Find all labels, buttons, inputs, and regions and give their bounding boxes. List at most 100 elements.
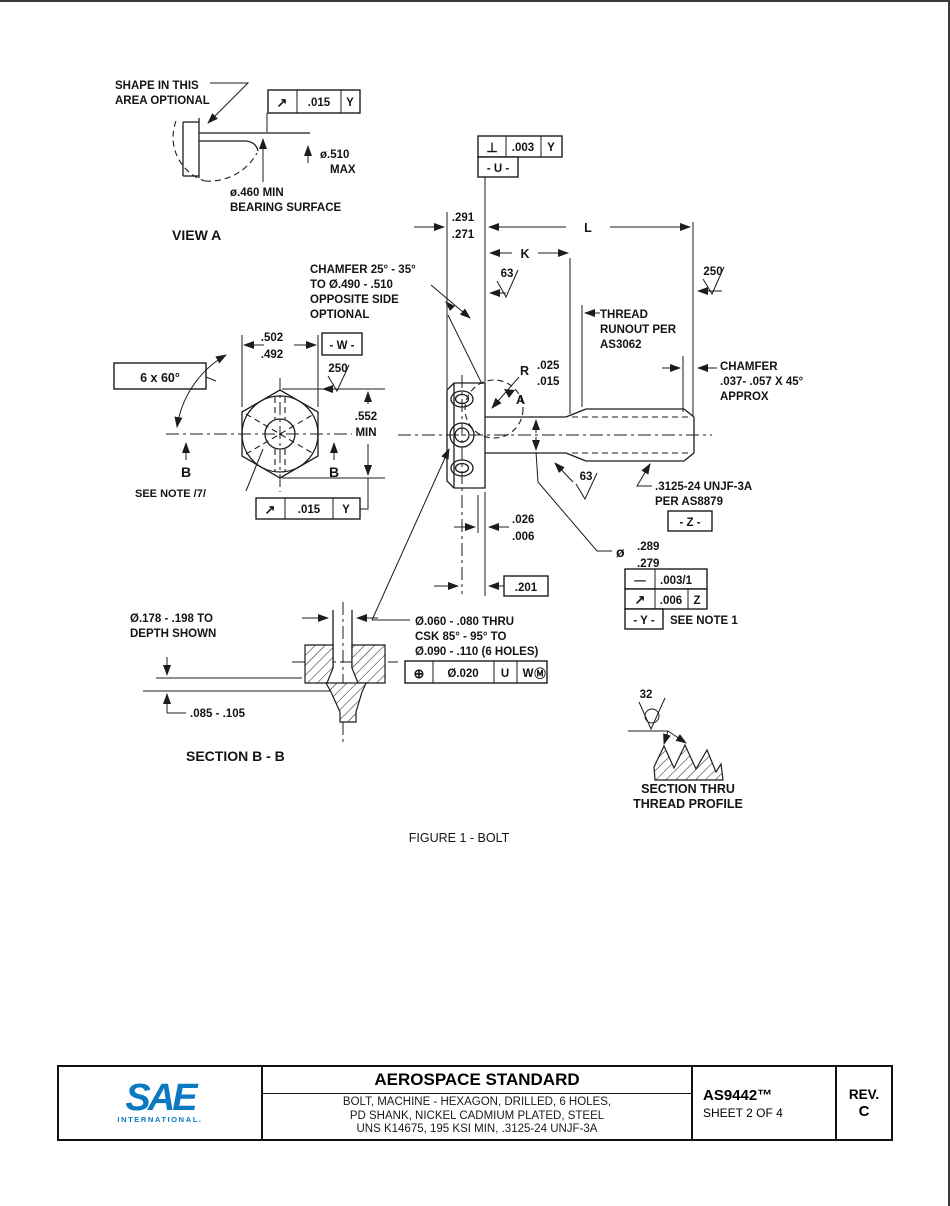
document-number: AS9442™ <box>703 1086 773 1104</box>
end-chamfer-note: .037- .057 X 45° <box>720 376 804 388</box>
hole-pattern-angle-note: 6 x 60° <box>140 371 180 385</box>
holes-note: Ø.090 - .110 (6 HOLES) <box>415 646 539 658</box>
fillet-radius-lower: .015 <box>537 376 560 388</box>
step-dim: .085 - .105 <box>190 708 246 720</box>
part-description-line: UNS K14675, 195 KSI MIN, .3125-24 UNJF-3… <box>356 1123 598 1136</box>
chamfer-optional-note: CHAMFER 25° - 35° <box>310 264 416 276</box>
thread-runout-note: AS3062 <box>600 339 642 351</box>
fcf-datum: Y <box>346 97 354 109</box>
datum-w-label: - W - <box>330 340 355 352</box>
shape-optional-note: AREA OPTIONAL <box>115 95 210 107</box>
bolt-side-view: .291 .271 L K 63 250 CHAMFER 25° - 35° T… <box>310 177 804 684</box>
perpendicularity-symbol: ⊥ <box>486 140 497 155</box>
across-corners-dim: .552 <box>355 411 377 423</box>
see-note-7: SEE NOTE /7/ <box>135 488 206 500</box>
thread-spec: PER AS8879 <box>655 496 723 508</box>
chamfer-optional-note: TO Ø.490 - .510 <box>310 279 393 291</box>
title-block-main: AEROSPACE STANDARD BOLT, MACHINE - HEXAG… <box>261 1067 691 1139</box>
thread-profile-label: SECTION THRU <box>641 782 735 796</box>
fillet-radius-label: R <box>520 364 529 378</box>
fcf-datum: Z <box>693 595 700 607</box>
fcf-tolerance: .003/1 <box>660 575 693 587</box>
sae-logo-text: SAE <box>125 1076 197 1119</box>
fcf-datum: Y <box>342 504 350 516</box>
hole-depth-note: DEPTH SHOWN <box>130 628 216 640</box>
sheet-number: SHEET 2 OF 4 <box>703 1105 783 1120</box>
head-thickness-dim: .271 <box>452 229 475 241</box>
datum-y-note: SEE NOTE 1 <box>670 615 738 627</box>
section-b-b-label: SECTION B - B <box>186 748 285 764</box>
position-fcf: ⊕ Ø.020 U W Ⓜ <box>404 660 548 684</box>
surface-finish-63: 63 <box>580 471 593 483</box>
thread-profile-section: 32 SECTION THRU THREAD PROFILE <box>628 689 743 811</box>
holes-note: CSK 85° - 95° TO <box>415 631 506 643</box>
chamfer-optional-note: OPTIONAL <box>310 309 369 321</box>
part-description-line: BOLT, MACHINE - HEXAGON, DRILLED, 6 HOLE… <box>342 1096 612 1109</box>
section-arrow-b: B <box>181 464 191 480</box>
dia-510-max: ø.510 <box>320 149 349 161</box>
view-a-detail: SHAPE IN THIS AREA OPTIONAL ↗ .015 Y ø.5… <box>115 80 361 243</box>
document-type-heading: AEROSPACE STANDARD <box>263 1067 691 1094</box>
across-flats-dim: .502 <box>261 332 283 344</box>
gap-dim-lower: .006 <box>512 531 534 543</box>
bearing-surface-note: BEARING SURFACE <box>230 202 342 214</box>
dim-L: L <box>584 221 592 235</box>
document-number-cell: AS9442™ SHEET 2 OF 4 <box>691 1067 835 1139</box>
scan-edge-right <box>948 0 950 1206</box>
holes-note: Ø.060 - .080 THRU <box>415 616 514 628</box>
sae-logo: SAE INTERNATIONAL. <box>59 1067 261 1139</box>
fcf-tolerance: .015 <box>308 97 331 109</box>
thread-runout-note: RUNOUT PER <box>600 324 677 336</box>
scan-edge-top <box>0 0 950 2</box>
gap-dim-upper: .026 <box>512 514 534 526</box>
revision-label: REV. <box>848 1086 880 1102</box>
thread-profile-label: THREAD PROFILE <box>633 797 743 811</box>
shank-dia-upper: .289 <box>637 541 659 553</box>
part-description: BOLT, MACHINE - HEXAGON, DRILLED, 6 HOLE… <box>263 1094 691 1139</box>
fcf-tolerance: .003 <box>512 142 534 154</box>
fillet-radius-upper: .025 <box>537 360 560 372</box>
title-block: SAE INTERNATIONAL. AEROSPACE STANDARD BO… <box>57 1065 893 1141</box>
shank-fcf-stack: — .003/1 ↗ .006 Z - Y - SEE NOTE 1 <box>624 568 738 630</box>
fcf-datum: Y <box>547 142 555 154</box>
hex-end-view: 6 x 60° .502 .492 - W - 250 .552 MIN <box>113 332 385 520</box>
part-description-line: PD SHANK, NICKEL CADMIUM PLATED, STEEL <box>349 1109 605 1122</box>
runout-symbol: ↗ <box>635 592 646 607</box>
fcf-tolerance: .006 <box>660 595 682 607</box>
dia-510-max: MAX <box>330 164 356 176</box>
sae-logo-subtext: INTERNATIONAL. <box>117 1114 203 1124</box>
fcf-tolerance: Ø.020 <box>447 668 478 680</box>
hole-depth-note: Ø.178 - .198 TO <box>130 613 213 625</box>
straightness-symbol: — <box>634 575 646 587</box>
runout-symbol: ↗ <box>277 95 288 110</box>
datum-y-label: - Y - <box>633 615 654 627</box>
shank-dia-lower: .279 <box>637 558 659 570</box>
perpendicularity-frame: ⊥ .003 Y - U - <box>477 135 563 178</box>
across-flats-dim: .492 <box>261 349 283 361</box>
datum-z-label: - Z - <box>679 517 700 529</box>
end-chamfer-note: APPROX <box>720 391 769 403</box>
mmc-modifier-icon: Ⓜ <box>534 667 546 681</box>
chamfer-optional-note: OPPOSITE SIDE <box>310 294 399 306</box>
datum-u-label: - U - <box>487 163 510 175</box>
fcf-tolerance: .015 <box>298 504 321 516</box>
dim-K: K <box>520 247 529 261</box>
basic-dim-201: .201 <box>515 582 538 594</box>
section-b-b: Ø.178 - .198 TO DEPTH SHOWN .085 - .105 … <box>130 602 398 764</box>
runout-symbol: ↗ <box>265 502 276 517</box>
shape-optional-note: SHAPE IN THIS <box>115 80 199 92</box>
figure-caption: FIGURE 1 - BOLT <box>409 831 510 845</box>
thread-spec: .3125-24 UNJF-3A <box>655 481 752 493</box>
bearing-surface-note: ø.460 MIN <box>230 187 284 199</box>
head-thickness-dim: .291 <box>452 212 475 224</box>
end-chamfer-note: CHAMFER <box>720 361 778 373</box>
surface-finish-32: 32 <box>640 689 653 701</box>
shank-dia-symbol: ø <box>616 544 625 560</box>
revision-value: C <box>858 1102 870 1120</box>
position-symbol: ⊕ <box>414 666 425 681</box>
figure-1-bolt-drawing: SHAPE IN THIS AREA OPTIONAL ↗ .015 Y ø.5… <box>113 80 804 845</box>
surface-finish-250: 250 <box>328 363 347 375</box>
fcf-datum-u: U <box>501 668 509 680</box>
revision-cell: REV. C <box>835 1067 891 1139</box>
thread-runout-note: THREAD <box>600 309 648 321</box>
